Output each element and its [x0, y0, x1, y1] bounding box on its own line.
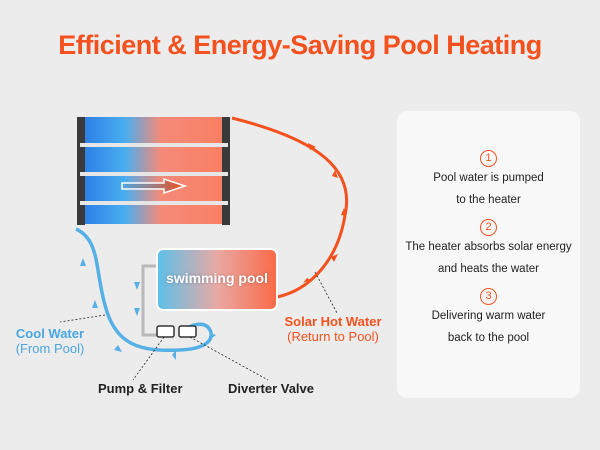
hot-water-label: Solar Hot Water (Return to Pool)	[278, 314, 388, 344]
step-number: 2	[480, 219, 497, 236]
diverter-valve-icon	[178, 325, 197, 338]
page-title: Efficient & Energy-Saving Pool Heating	[58, 30, 542, 60]
step-text-line1: The heater absorbs solar energy	[405, 241, 572, 253]
step-1: 1 Pool water is pumped to the heater	[397, 148, 580, 211]
step-number: 1	[480, 150, 497, 167]
solar-heater-panel	[77, 117, 230, 225]
cool-water-label: Cool Water (From Pool)	[10, 326, 90, 356]
arrow-right-icon	[121, 177, 188, 195]
step-2: 2 The heater absorbs solar energy and he…	[397, 217, 580, 280]
step-number: 3	[480, 288, 497, 305]
step-text-line1: Delivering warm water	[431, 310, 546, 322]
pool-label: swimming pool	[166, 270, 268, 286]
cool-water-sub: (From Pool)	[15, 341, 85, 356]
flow-arrows	[303, 143, 346, 283]
cool-water-title: Cool Water	[15, 326, 85, 341]
swimming-pool	[156, 248, 278, 311]
hot-water-pipe	[231, 116, 349, 299]
step-text-line2: back to the pool	[447, 332, 530, 344]
pump-filter-icon	[156, 325, 175, 338]
step-text-line2: and heats the water	[437, 263, 539, 275]
cool-arrows	[80, 258, 216, 360]
leader-lines	[59, 271, 338, 381]
diverter-valve-label: Diverter Valve	[228, 381, 315, 396]
step-text-line1: Pool water is pumped	[433, 172, 544, 184]
hot-water-title: Solar Hot Water	[284, 314, 382, 329]
step-3: 3 Delivering warm water back to the pool	[397, 286, 580, 349]
pool-outlet-pipe	[141, 264, 160, 337]
pump-filter-label: Pump & Filter	[98, 381, 183, 396]
hot-water-sub: (Return to Pool)	[287, 329, 379, 344]
cool-water-pipe	[75, 227, 213, 353]
step-text-line2: to the heater	[456, 194, 521, 206]
steps-panel: 1 Pool water is pumped to the heater 2 T…	[397, 111, 580, 398]
